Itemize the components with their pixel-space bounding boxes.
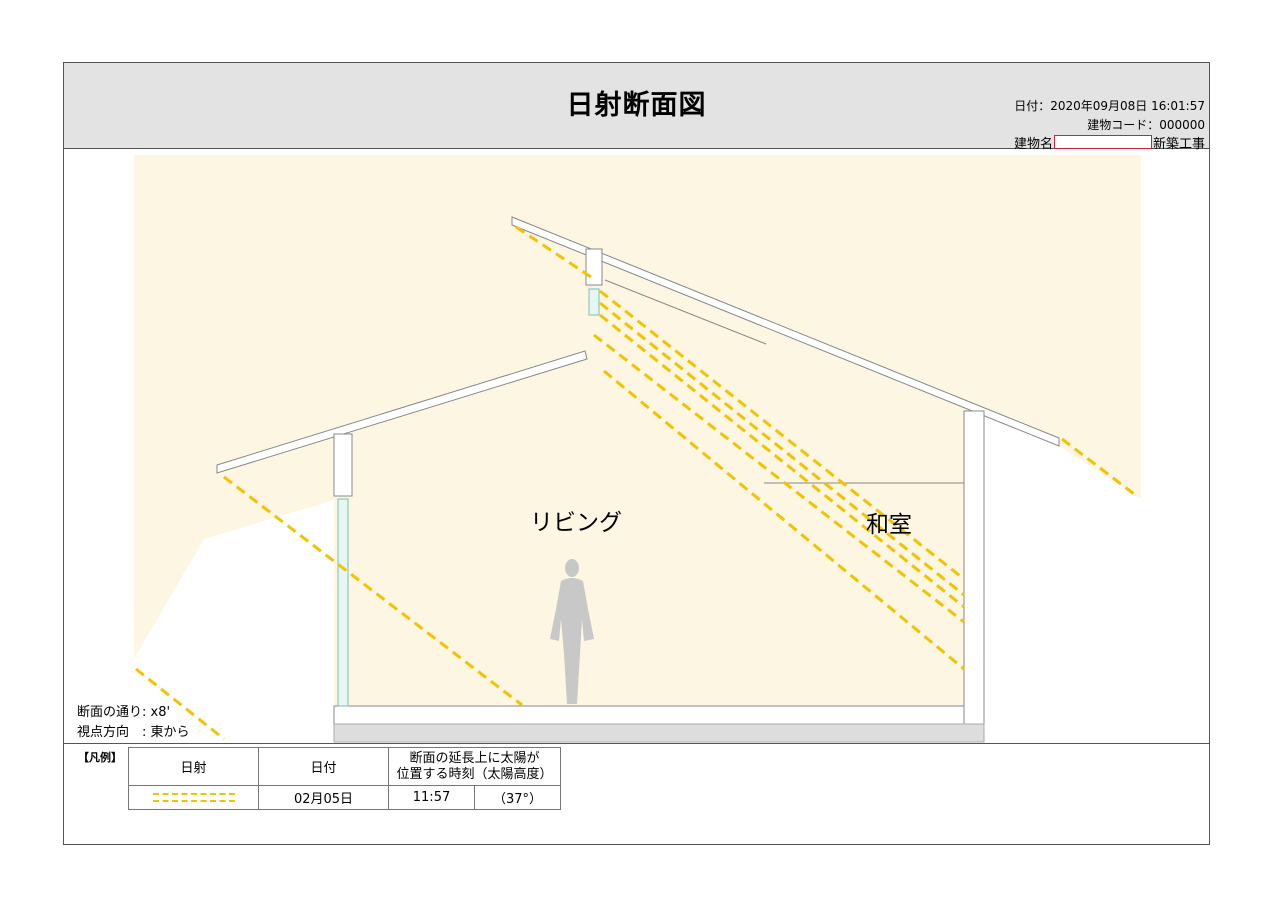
drawing-sheet: 日射断面図 日付：2020年09月08日 16:01:57 建物コード：0000… (63, 62, 1210, 845)
roof-right (511, 216, 1060, 447)
legend-header-sunlight: 日射 (128, 747, 259, 786)
building-section (216, 216, 1060, 743)
floor-base (333, 723, 985, 743)
legend-header-time-line1: 断面の延長上に太陽が (409, 750, 540, 766)
legend-header-date: 日付 (258, 747, 389, 786)
left-post (333, 433, 353, 497)
issue-date: 日付：2020年09月08日 16:01:57 (1014, 99, 1205, 113)
windows (337, 288, 600, 707)
legend-label: 【凡例】 (78, 751, 122, 764)
sun-ray-sample (152, 793, 235, 802)
right-wall (963, 410, 985, 742)
sunlit-area (134, 155, 1141, 742)
sun-ray (135, 667, 225, 741)
roof-left (216, 350, 588, 474)
redaction-box (1053, 135, 1152, 149)
sun-ray (599, 289, 965, 581)
building-code: 建物コード：000000 (1087, 118, 1205, 132)
person-silhouette (550, 559, 594, 704)
view-direction-info: 視点方向 : 東から (77, 725, 190, 740)
sun-rays (135, 225, 1139, 741)
sun-ray (223, 475, 523, 707)
legend-altitude-value: （37°） (474, 785, 561, 810)
section-drawing: リビング 和室 (134, 155, 1141, 743)
header-band: 日射断面図 日付：2020年09月08日 16:01:57 建物コード：0000… (64, 63, 1209, 152)
legend-header-time-line2: 位置する時刻（太陽高度） (396, 766, 553, 782)
ceiling-right (604, 279, 767, 345)
floor-slab (333, 705, 965, 725)
building-name-suffix: 新築工事 (1152, 137, 1205, 152)
room-label-washitsu: 和室 (866, 512, 912, 538)
building-name: 建物名 新築工事 (1014, 135, 1205, 152)
legend-divider (64, 743, 1209, 744)
room-label-living: リビング (530, 510, 622, 536)
legend-time-value: 11:57 (388, 785, 475, 810)
clerestory-window (588, 288, 600, 316)
page-title: 日射断面図 (566, 90, 707, 121)
sun-ray (599, 313, 965, 609)
section-line-info: 断面の通り: x8' (77, 705, 171, 720)
legend-date-value: 02月05日 (258, 785, 389, 810)
legend-table: 日射 日付 断面の延長上に太陽が 位置する時刻（太陽高度） 02月05日 11:… (128, 747, 561, 810)
sun-ray (603, 369, 965, 671)
left-window (337, 498, 349, 707)
legend-header-time: 断面の延長上に太陽が 位置する時刻（太陽高度） (388, 747, 561, 786)
legend-sample-cell (128, 785, 259, 810)
sun-ray (599, 301, 965, 597)
washitsu-partition (764, 482, 965, 709)
sun-ray (593, 333, 965, 624)
building-name-label: 建物名 (1013, 137, 1053, 152)
ridge-post (585, 248, 603, 286)
